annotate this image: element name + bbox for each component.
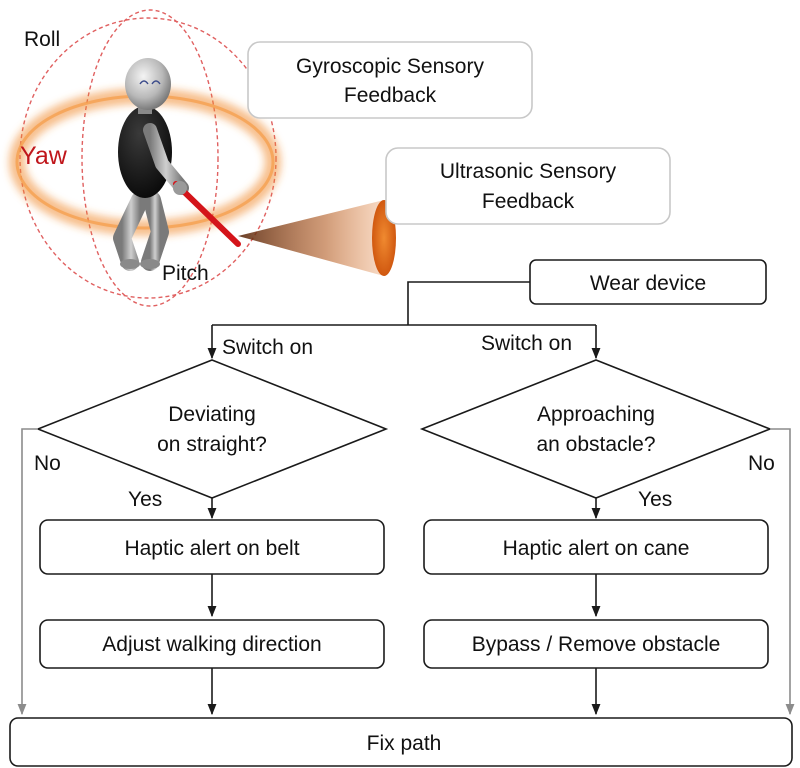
fix-path-label: Fix path [367,732,442,755]
figure-leg-back [113,191,149,271]
ultra-box-line1: Ultrasonic Sensory [440,160,617,183]
pitch-orbit [81,9,219,307]
wear-device-node: Wear device [529,259,767,305]
left-decision-line2: on straight? [157,433,267,456]
figure-foot-front [140,259,160,269]
haptic-belt-label: Haptic alert on belt [124,537,299,560]
ultrasonic-feedback-box: Ultrasonic Sensory Feedback [385,147,671,225]
left-no-label: No [34,452,61,475]
right-no-label: No [748,452,775,475]
fix-path-node: Fix path [9,717,793,767]
left-yes-label: Yes [128,488,162,511]
cane [173,181,241,247]
gyro-box-line1: Gyroscopic Sensory [296,55,484,78]
ultra-box-line2: Feedback [482,190,575,213]
left-no-arrow [17,428,38,716]
yaw-label: Yaw [20,142,68,170]
adjust-direction-node: Adjust walking direction [39,619,385,669]
pitch-label: Pitch [162,262,209,285]
right-no-arrow [770,428,795,716]
haptic-cane-node: Haptic alert on cane [423,519,769,575]
haptic-cane-label: Haptic alert on cane [503,537,690,560]
figure-torso [118,106,172,198]
left-decision-line1: Deviating [168,403,256,426]
start-connector [407,281,530,325]
right-switch-label: Switch on [481,332,572,355]
walker-illustration: Roll Yaw Pitch [9,9,396,307]
bypass-obstacle-node: Bypass / Remove obstacle [423,619,769,669]
figure-foot-back [120,259,140,269]
wear-device-label: Wear device [590,272,706,295]
haptic-belt-node: Haptic alert on belt [39,519,385,575]
figure-leg-front [141,191,169,271]
figure-eye-right [151,80,161,85]
hand [173,181,187,195]
left-switch-label: Switch on [222,336,313,359]
right-yes-label: Yes [638,488,672,511]
ultrasonic-beam [238,200,384,276]
bypass-obstacle-label: Bypass / Remove obstacle [472,633,721,656]
left-decision-node: Deviating on straight? [35,359,389,499]
right-decision-line2: an obstacle? [536,433,655,456]
roll-label: Roll [24,28,60,51]
right-decision-line1: Approaching [537,403,655,426]
right-decision-node: Approaching an obstacle? [419,359,773,499]
flowchart: Wear device Switch on Switch on Deviatin… [9,259,795,767]
gyro-box-line2: Feedback [344,84,437,107]
figure-eye-left [139,80,149,85]
gyroscopic-feedback-box: Gyroscopic Sensory Feedback [247,41,533,119]
figure-arm [143,123,189,195]
adjust-direction-label: Adjust walking direction [102,633,321,656]
